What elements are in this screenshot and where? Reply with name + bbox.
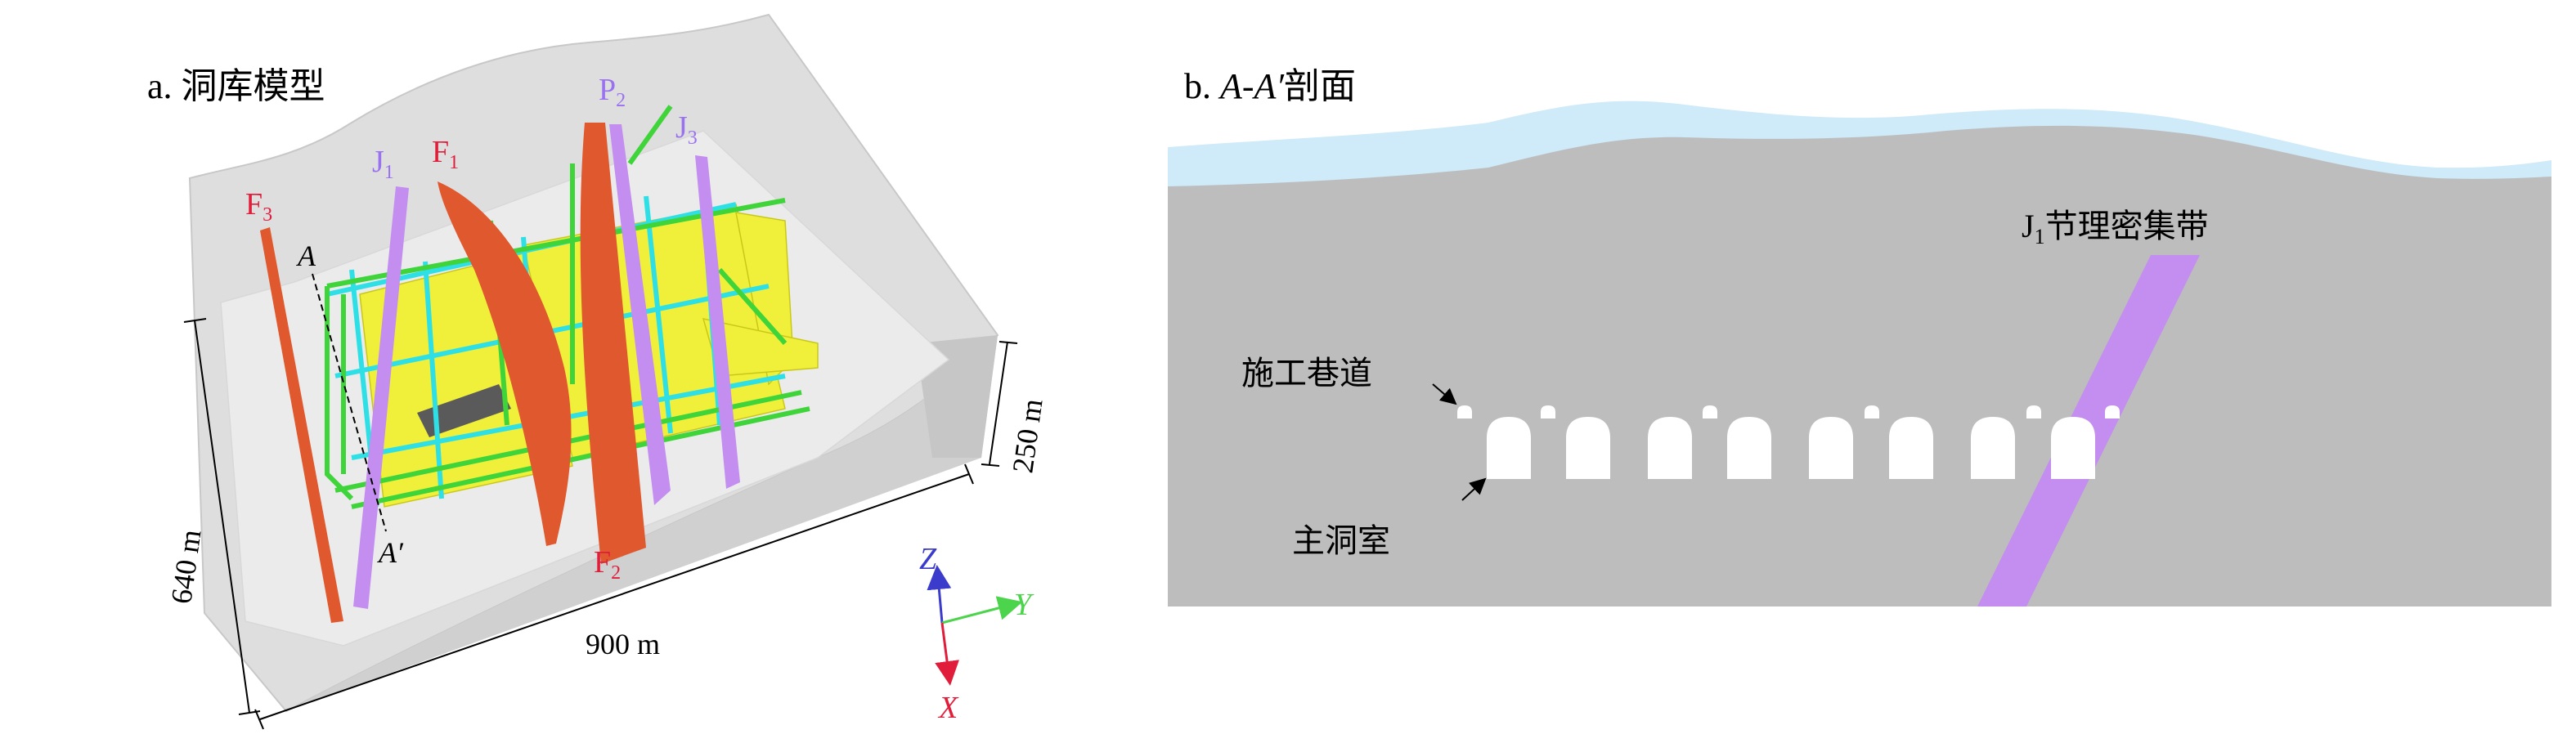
axis-z-label: Z: [919, 542, 937, 576]
main-cavern: [1809, 417, 1853, 479]
section-end-label: A′: [377, 536, 404, 569]
label-f3: F3: [245, 187, 272, 226]
label-j3: J3: [675, 110, 698, 149]
dimension-height: 250 m: [1006, 396, 1048, 475]
rock-mass: [1168, 125, 2551, 607]
tunnel-label: 施工巷道: [1241, 355, 1372, 392]
construction-tunnel: [1865, 405, 1879, 419]
label-f2: F2: [594, 545, 621, 584]
main-cavern: [1648, 417, 1692, 479]
construction-tunnel: [1457, 405, 1472, 419]
joint-band-label: J1节理密集带: [2022, 208, 2209, 248]
construction-tunnel: [1703, 405, 1717, 419]
construction-tunnel: [2026, 405, 2041, 419]
main-cavern: [1889, 417, 1933, 479]
fault-plane-f2: [580, 123, 646, 564]
main-caverns: [1487, 417, 2095, 479]
section-line-a-a: [312, 273, 387, 532]
tunnel-pointer-arrow: [1432, 383, 1457, 405]
construction-tunnel: [2105, 405, 2120, 419]
dimension-width: 900 m: [586, 628, 660, 660]
dimension-lines: [183, 318, 1018, 730]
fault-plane-f1: [438, 181, 572, 546]
construction-tunnel: [1541, 405, 1555, 419]
main-cavern: [1971, 417, 2015, 479]
panel-a-model: A A′ F3 J1 F1 P2 J3 F2 640 m 900 m 250 m: [147, 13, 1049, 730]
cavern-pointer-arrow: [1461, 477, 1487, 501]
main-cavern: [1566, 417, 1610, 479]
cavern-label: 主洞室: [1292, 522, 1390, 559]
joint-plane-j3: [695, 155, 740, 489]
main-cavern: [2051, 417, 2095, 479]
label-j1: J1: [372, 145, 394, 183]
panel-a-caption: a. 洞库模型: [147, 66, 325, 106]
axis-x-label: X: [937, 691, 959, 725]
axis-y-label: Y: [1014, 588, 1034, 622]
fault-plane-f3: [260, 227, 343, 623]
label-p2: P2: [599, 73, 626, 111]
panel-b-section: 施工巷道 主洞室 J1节理密集带 b. A-A′剖面: [1168, 66, 2551, 607]
section-start-label: A: [296, 239, 316, 272]
dimension-length: 640 m: [164, 527, 207, 606]
axis-triad: [927, 565, 1023, 686]
label-f1: F1: [432, 135, 459, 173]
main-cavern: [1487, 417, 1531, 479]
dark-block: [417, 384, 511, 437]
joint-plane-p2: [609, 124, 671, 505]
construction-tunnels: [1457, 405, 2120, 419]
main-cavern: [1727, 417, 1771, 479]
panel-b-caption: b. A-A′剖面: [1184, 66, 1356, 106]
joint-plane-j1: [353, 186, 409, 609]
